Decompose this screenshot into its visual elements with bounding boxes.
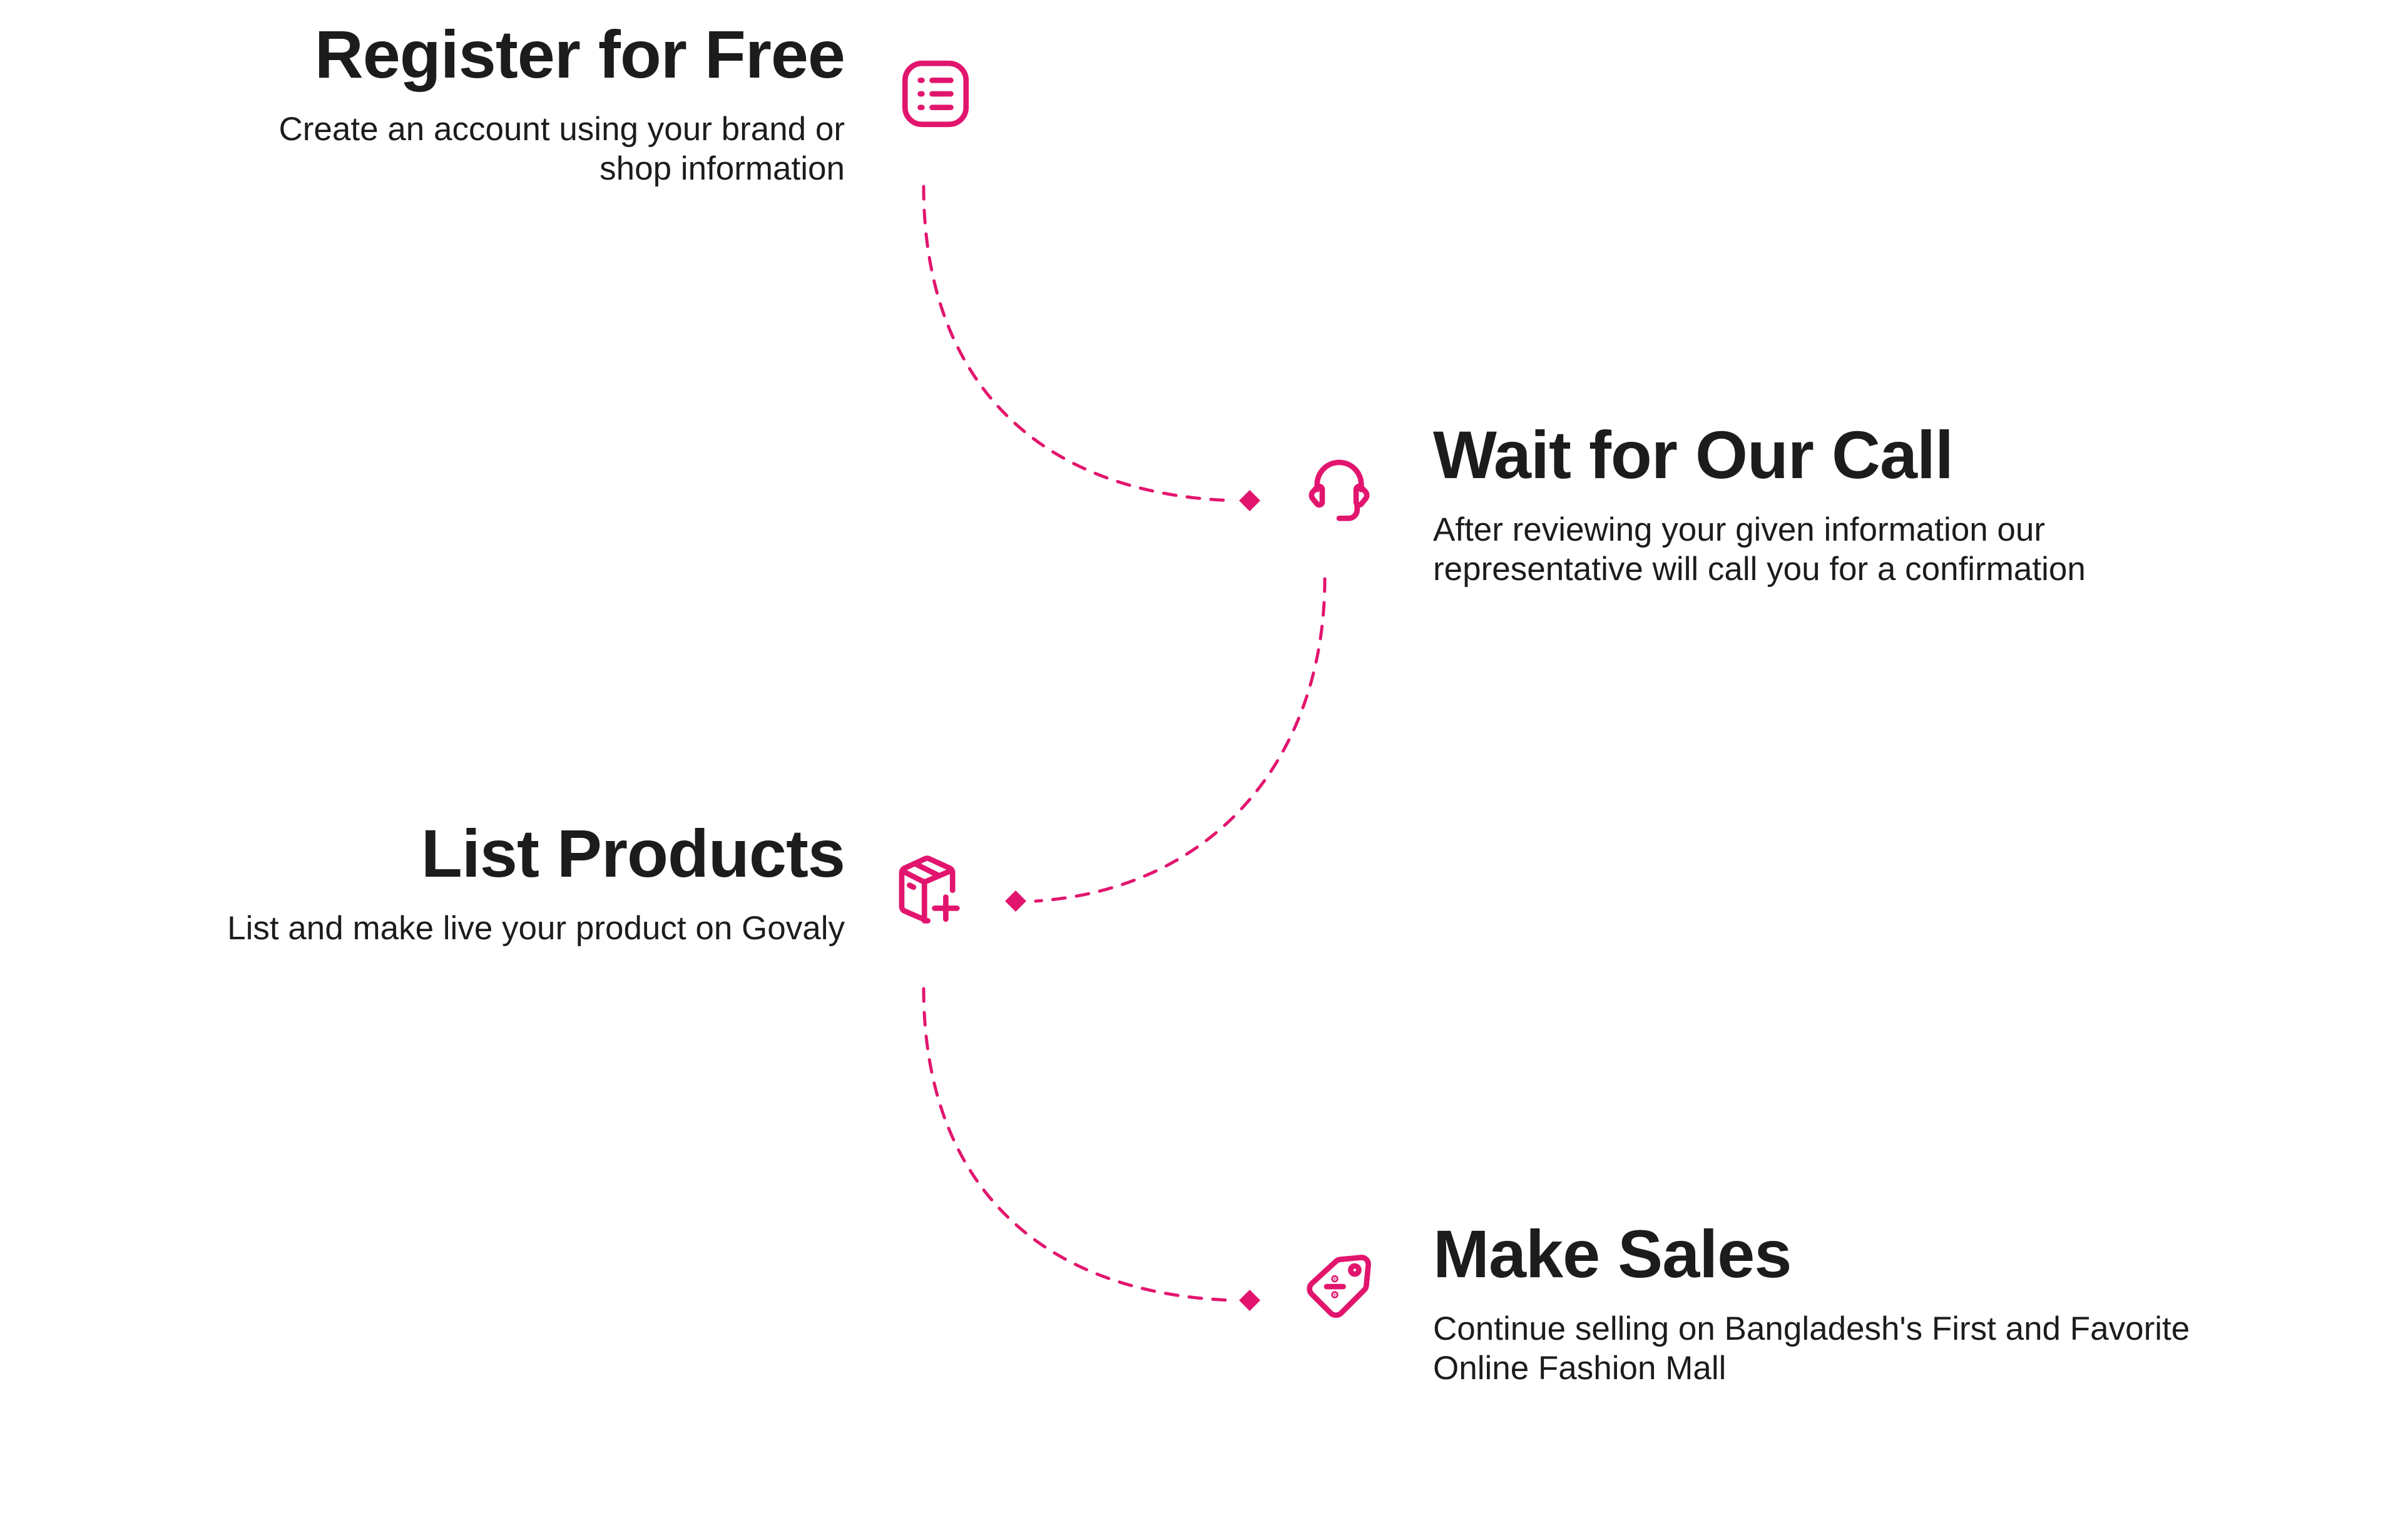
step-title: Make Sales: [1433, 1216, 1792, 1292]
list-icon: [895, 53, 976, 135]
step-description: After reviewing your given information o…: [1433, 511, 2086, 588]
step-register: Register for Free Create an account usin…: [219, 16, 846, 188]
headset-icon: [1298, 451, 1380, 532]
step-wait-for-call: Wait for Our Call After reviewing your g…: [1433, 417, 2171, 589]
connector-1-endpoint-diamond: [1239, 490, 1260, 511]
step-title: Wait for Our Call: [1433, 417, 1954, 492]
step-description: List and make live your product on Goval…: [227, 909, 845, 947]
connector-3-endpoint-diamond: [1239, 1290, 1260, 1311]
step-make-sales: Make Sales Continue selling on Banglades…: [1433, 1216, 2272, 1388]
step-title: List Products: [421, 815, 845, 891]
connector-2-endpoint-diamond: [1005, 890, 1026, 912]
step-description: Continue selling on Bangladesh's First a…: [1433, 1310, 2190, 1387]
step-title: Register for Free: [314, 16, 845, 92]
step-list-products: List Products List and make live your pr…: [227, 815, 845, 948]
connector-1-to-2: [922, 185, 1236, 502]
connector-3-to-4: [922, 987, 1236, 1302]
step-description: Create an account using your brand or sh…: [278, 110, 845, 187]
box-plus-icon: [890, 848, 971, 929]
connector-2-to-3: [1034, 577, 1327, 903]
price-tag-icon: [1298, 1245, 1380, 1327]
